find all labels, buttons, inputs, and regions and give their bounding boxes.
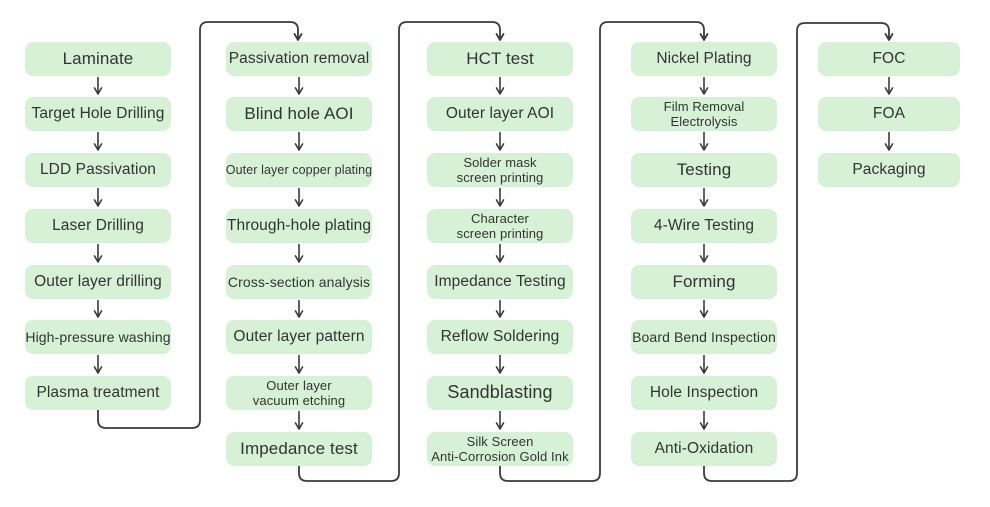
flow-node: Target Hole Drilling	[25, 97, 171, 131]
flow-node: Anti-Oxidation	[631, 432, 777, 466]
flow-node: Nickel Plating	[631, 42, 777, 76]
connector-col4-col5	[703, 22, 894, 482]
flow-node: Packaging	[818, 153, 960, 187]
flow-node: Through-hole plating	[226, 209, 372, 243]
flow-node: Solder mask screen printing	[427, 153, 573, 187]
flow-node: Plasma treatment	[25, 376, 171, 410]
flow-node: Blind hole AOI	[226, 97, 372, 131]
flow-node: Laser Drilling	[25, 209, 171, 243]
flow-node: Outer layer copper plating	[226, 153, 372, 187]
flow-node: LDD Passivation	[25, 153, 171, 187]
flow-node: Laminate	[25, 42, 171, 76]
flow-node: Forming	[631, 265, 777, 299]
flow-node: Hole Inspection	[631, 376, 777, 410]
flow-node: Testing	[631, 153, 777, 187]
flow-node: Outer layer AOI	[427, 97, 573, 131]
flow-node: Character screen printing	[427, 209, 573, 243]
flow-node: FOA	[818, 97, 960, 131]
flow-node: Impedance test	[226, 432, 372, 466]
flow-node: Passivation removal	[226, 42, 372, 76]
flow-node: Outer layer pattern	[226, 320, 372, 354]
flow-node: Sandblasting	[427, 376, 573, 410]
flow-node: High-pressure washing	[25, 320, 171, 354]
connector-col2-col3	[298, 21, 505, 482]
flow-node: Cross-section analysis	[226, 265, 372, 299]
flow-node: 4-Wire Testing	[631, 209, 777, 243]
connector-col3-col4	[499, 21, 709, 482]
flow-node: Board Bend Inspection	[631, 320, 777, 354]
flow-node: Film Removal Electrolysis	[631, 97, 777, 131]
flow-node: Outer layer vacuum etching	[226, 376, 372, 410]
flow-node: Impedance Testing	[427, 265, 573, 299]
flow-node: Silk Screen Anti-Corrosion Gold Ink	[427, 432, 573, 466]
flow-node: FOC	[818, 42, 960, 76]
flow-node: HCT test	[427, 42, 573, 76]
flow-node: Reflow Soldering	[427, 320, 573, 354]
flow-node: Outer layer drilling	[25, 265, 171, 299]
